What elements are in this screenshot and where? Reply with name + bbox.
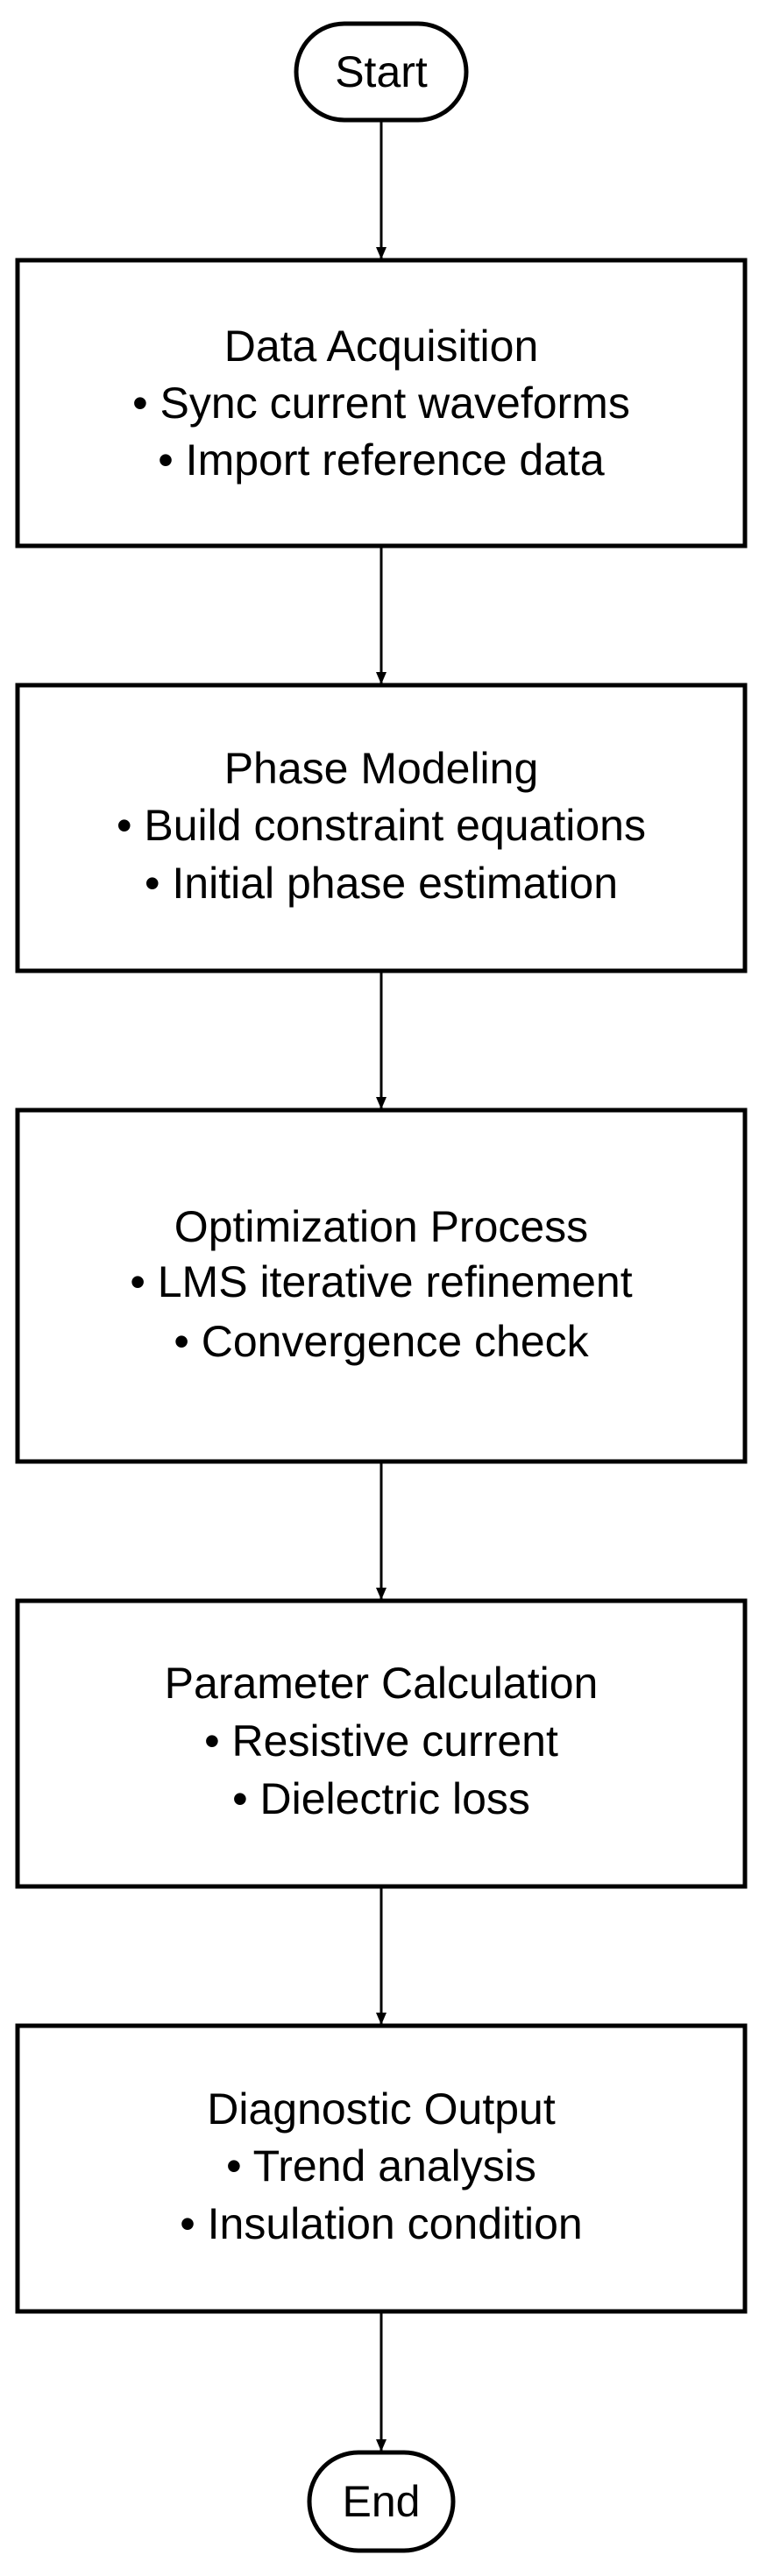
step-bullet: • Dielectric loss [232, 1774, 530, 1823]
step-title: Parameter Calculation [165, 1659, 599, 1708]
step-title: Optimization Process [174, 1202, 588, 1251]
step-phase-modeling: Phase Modeling • Build constraint equati… [15, 683, 748, 973]
end-label: End [343, 2477, 421, 2526]
step-bullet: • Build constraint equations [117, 801, 646, 850]
step-optimization-process: Optimization Process • LMS iterative ref… [15, 1108, 748, 1464]
step-parameter-calculation: Parameter Calculation • Resistive curren… [15, 1598, 748, 1889]
step-bullet: • Convergence check [174, 1317, 589, 1366]
end-node: End [307, 2450, 456, 2553]
step-title: Diagnostic Output [207, 2084, 556, 2134]
step-title: Data Acquisition [224, 322, 539, 371]
process-box [15, 258, 748, 548]
step-bullet: • Initial phase estimation [145, 859, 618, 908]
step-data-acquisition: Data Acquisition • Sync current waveform… [15, 258, 748, 548]
start-label: Start [335, 47, 428, 96]
step-bullet: • LMS iterative refinement [130, 1257, 632, 1306]
step-diagnostic-output: Diagnostic Output • Trend analysis • Ins… [15, 2023, 748, 2314]
process-box [15, 1108, 748, 1464]
step-bullet: • Insulation condition [180, 2199, 582, 2248]
step-bullet: • Resistive current [204, 1716, 558, 1766]
start-node: Start [294, 21, 469, 123]
step-bullet: • Sync current waveforms [132, 379, 630, 428]
step-title: Phase Modeling [224, 744, 539, 793]
process-box [15, 2023, 748, 2314]
end-terminal-shape [307, 2450, 456, 2553]
process-box [15, 683, 748, 973]
process-box [15, 1598, 748, 1889]
step-bullet: • Import reference data [158, 435, 605, 485]
step-bullet: • Trend analysis [226, 2141, 536, 2190]
